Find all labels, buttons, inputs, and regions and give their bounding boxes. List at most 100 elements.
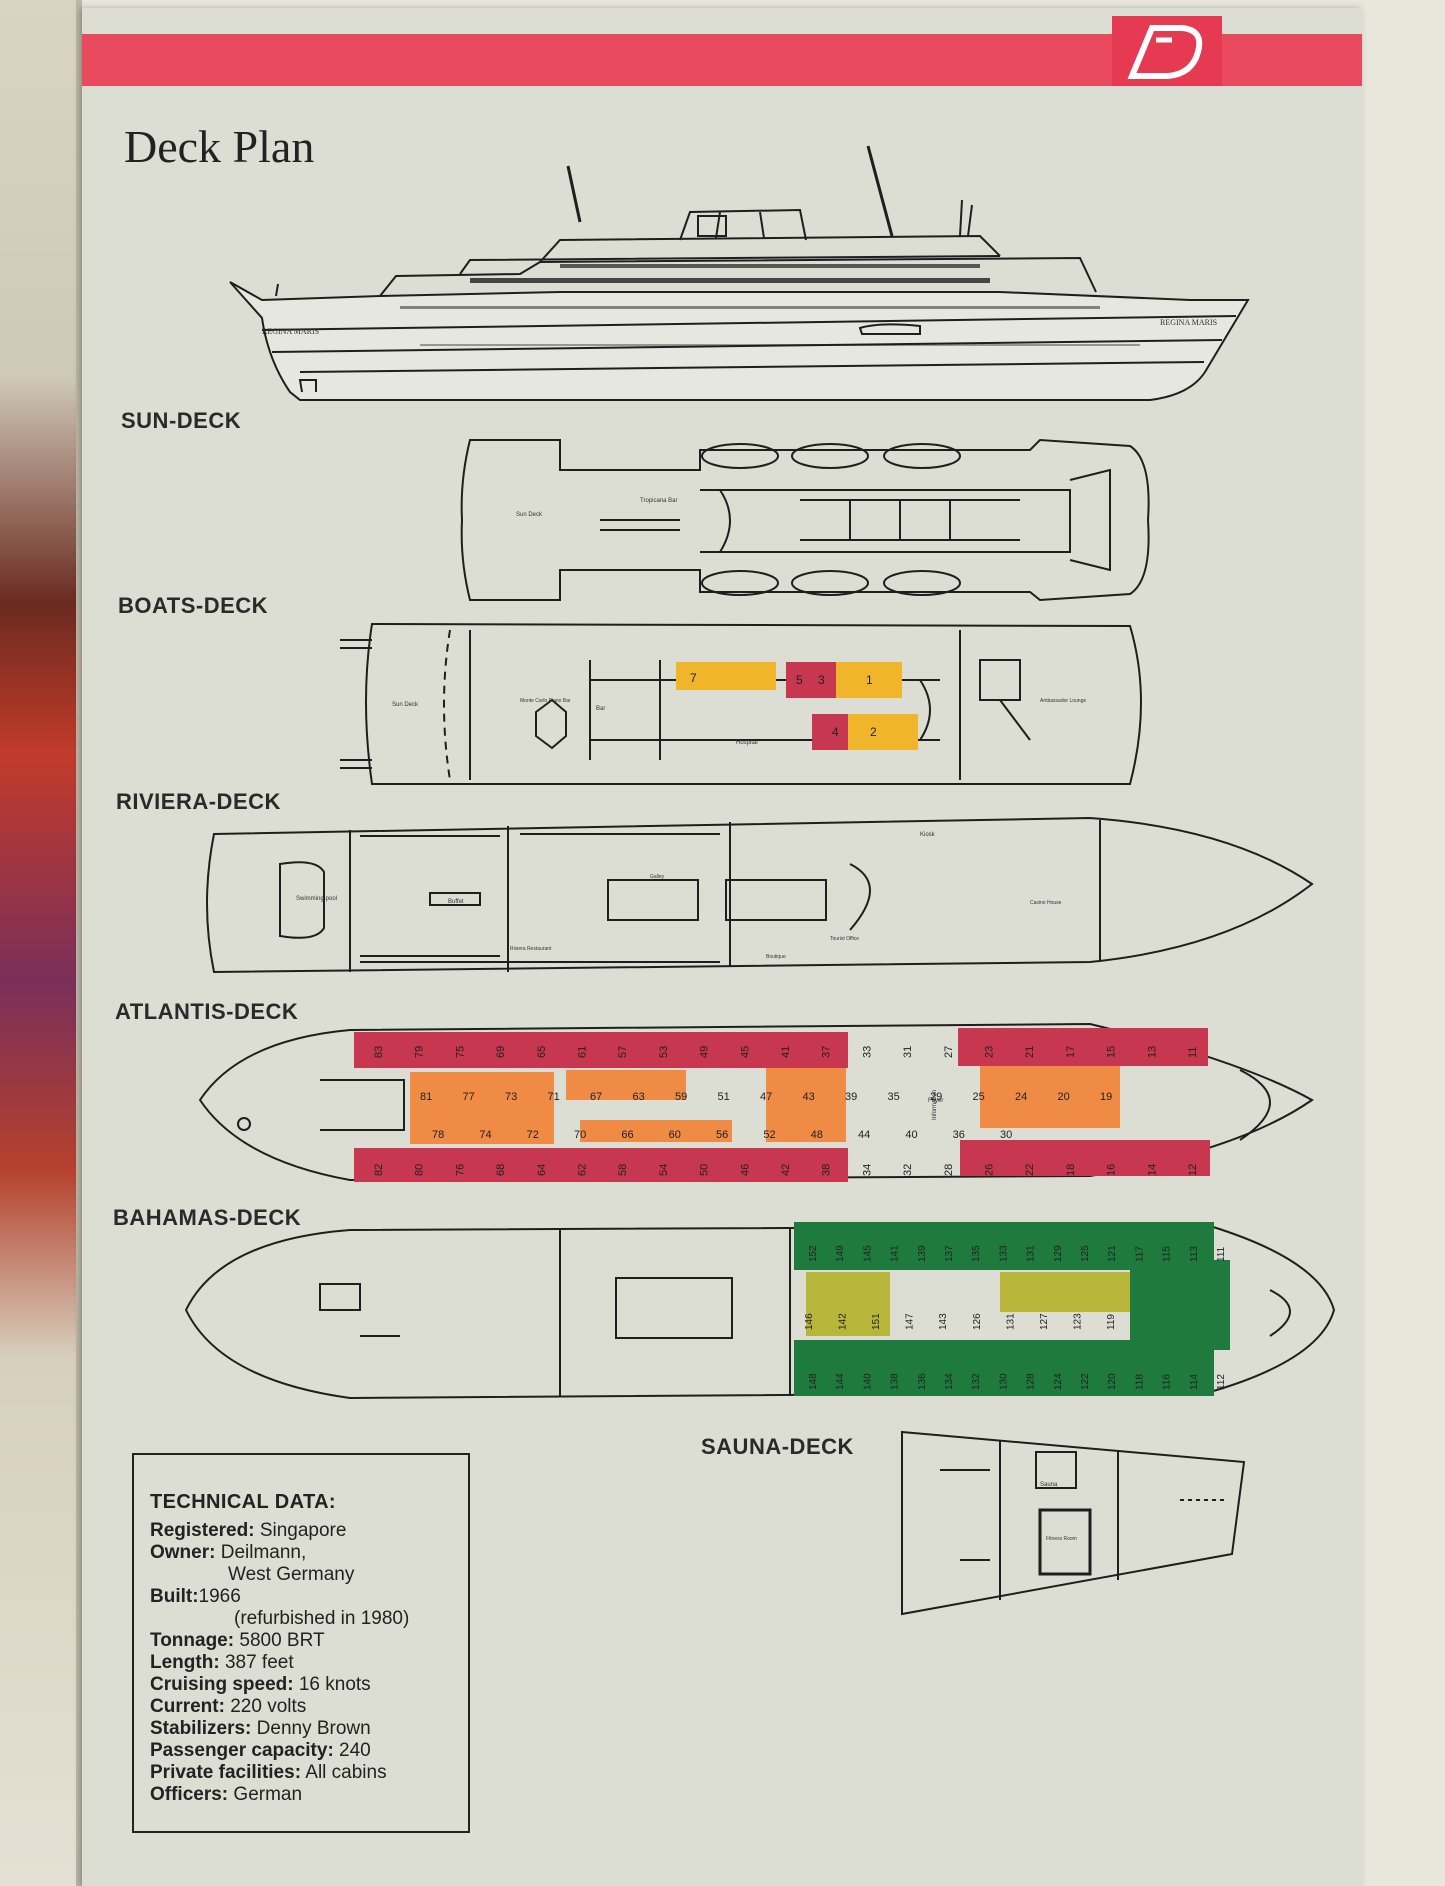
cabin-24: 24 [1015, 1091, 1027, 1103]
cabin-65: 65 [536, 1046, 548, 1058]
cabin-151: 151 [871, 1313, 882, 1330]
cabin-29: 29 [930, 1091, 942, 1103]
label-boutique: Boutique [766, 954, 786, 960]
cabin-21: 21 [1024, 1046, 1036, 1058]
cabin-128: 128 [1026, 1373, 1037, 1390]
cabin-117: 117 [1134, 1246, 1145, 1262]
cabin-53: 53 [658, 1046, 670, 1058]
cabin-142: 142 [838, 1313, 849, 1330]
cabin-15: 15 [1106, 1046, 1118, 1058]
deck-label-atlantis: ATLANTIS-DECK [115, 999, 299, 1024]
cabin-23: 23 [984, 1046, 996, 1058]
cabin-1: 1 [866, 673, 873, 687]
deck-label-sauna: SAUNA-DECK [701, 1434, 854, 1459]
cabin-112: 112 [1216, 1374, 1227, 1390]
cabin-74: 74 [479, 1129, 491, 1141]
cabin-13: 13 [1146, 1046, 1158, 1058]
cabin-57: 57 [617, 1046, 629, 1058]
cabin-135: 135 [971, 1245, 982, 1262]
label-fitness-room: Fitness Room [1046, 1536, 1077, 1542]
label-monte-carlo: Monte Carlo Piano Bar [520, 698, 571, 704]
cabin-49: 49 [699, 1046, 711, 1058]
capacity-row: Passenger capacity: 240 [150, 1740, 371, 1761]
current-row: Current: 220 volts [150, 1696, 307, 1717]
boats-cabin-numbers: 7 1 2 5 3 4 [690, 671, 877, 739]
label-galley: Galley [650, 874, 665, 880]
cabin-119: 119 [1106, 1314, 1117, 1330]
cabin-80: 80 [414, 1164, 426, 1176]
cabin-64: 64 [536, 1164, 548, 1176]
cabin-146: 146 [804, 1313, 815, 1330]
cabin-116: 116 [1162, 1374, 1173, 1390]
cabin-18: 18 [1065, 1164, 1077, 1176]
page-title: Deck Plan [124, 121, 315, 172]
label-swimming-pool: Swimming-pool [296, 896, 337, 902]
cabin-136: 136 [917, 1373, 928, 1390]
label-riviera-restaurant: Riviera Restaurant [510, 946, 552, 952]
label-boats-sun-deck: Sun Deck [392, 702, 419, 708]
built-row-2: (refurbished in 1980) [234, 1608, 410, 1629]
cabin-75: 75 [454, 1046, 466, 1058]
cabin-41: 41 [780, 1046, 792, 1058]
cabin-42: 42 [780, 1164, 792, 1176]
cabin-124: 124 [1053, 1373, 1064, 1390]
cabin-139: 139 [917, 1245, 928, 1262]
atlantis-deck-cabins [354, 1028, 1210, 1182]
facilities-row: Private facilities: All cabins [150, 1762, 387, 1783]
cabin-67: 67 [590, 1091, 602, 1103]
cabin-37: 37 [821, 1046, 833, 1058]
cabin-33: 33 [861, 1046, 873, 1058]
cabin-32: 32 [902, 1164, 914, 1176]
cabin-40: 40 [905, 1129, 917, 1141]
label-tropicana-bar: Tropicana Bar [640, 498, 677, 504]
cabin-122: 122 [1080, 1373, 1091, 1390]
label-kiosk: Kiosk [920, 832, 936, 838]
portholes [400, 264, 1140, 346]
boats-deck-cabins [676, 662, 918, 750]
cabin-111: 111 [1216, 1246, 1227, 1262]
brand-logo-icon [1112, 16, 1222, 86]
cabin-130: 130 [998, 1373, 1009, 1390]
tonnage-row: Tonnage: 5800 BRT [150, 1630, 325, 1651]
cabin-72: 72 [527, 1129, 539, 1141]
cabin-144: 144 [835, 1373, 846, 1390]
label-hospital: Hospital [736, 740, 758, 746]
cabin-54: 54 [658, 1164, 670, 1176]
cabin-118: 118 [1134, 1374, 1145, 1390]
cabin-31: 31 [902, 1046, 914, 1058]
cabin-77: 77 [463, 1091, 475, 1103]
cabin-36: 36 [953, 1129, 965, 1141]
label-information: Information [932, 1090, 938, 1120]
label-casino-house: Casino House [1030, 900, 1062, 906]
cabin-126: 126 [972, 1313, 983, 1330]
ship-name-stern: REGINA MARIS [1160, 318, 1217, 327]
cabin-137: 137 [944, 1245, 955, 1262]
cabin-44: 44 [858, 1129, 870, 1141]
cabin-46: 46 [739, 1164, 751, 1176]
cabin-76: 76 [454, 1164, 466, 1176]
label-foyer: Foyer [928, 1098, 943, 1104]
cabin-120: 120 [1107, 1373, 1118, 1390]
cabin-5: 5 [796, 673, 803, 687]
label-tourist-office: Tourist Office [830, 936, 859, 942]
cabin-148: 148 [808, 1373, 819, 1390]
deck-label-riviera: RIVIERA-DECK [116, 789, 281, 814]
cabin-52: 52 [763, 1129, 775, 1141]
cabin-147: 147 [905, 1313, 916, 1330]
cabin-59: 59 [675, 1091, 687, 1103]
technical-heading: TECHNICAL DATA: [150, 1491, 336, 1513]
cabin-51: 51 [718, 1091, 730, 1103]
label-sauna: Sauna [1040, 1482, 1058, 1488]
sun-deck-plan [460, 438, 1150, 602]
cabin-4: 4 [832, 725, 839, 739]
bahamas-deck-plan [184, 1224, 1336, 1400]
cabin-115: 115 [1162, 1246, 1173, 1262]
label-sun-deck: Sun Deck [516, 512, 543, 518]
cabin-3: 3 [818, 673, 825, 687]
ship-name-bow: REGINA MARIS [262, 327, 319, 336]
cabin-56: 56 [716, 1129, 728, 1141]
cabin-140: 140 [862, 1373, 873, 1390]
label-buffet: Buffet [448, 899, 464, 905]
